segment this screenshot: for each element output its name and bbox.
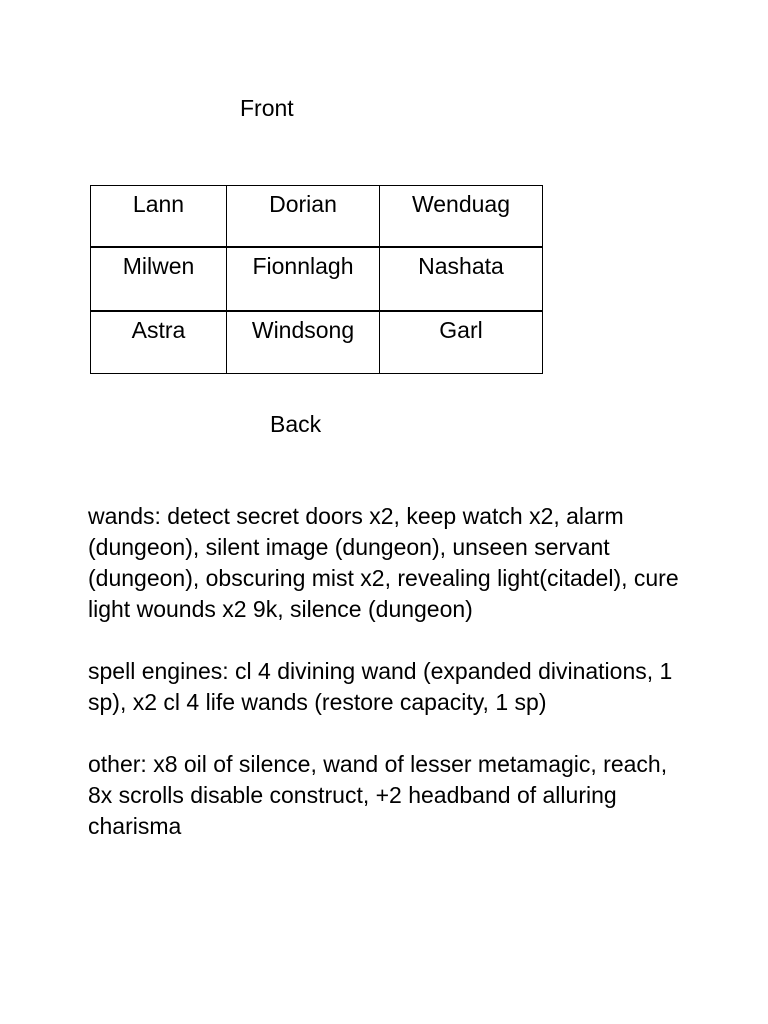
text-line: (dungeon), obscuring mist x2, revealing … <box>88 565 679 591</box>
table-cell: Fionnlagh <box>226 246 380 312</box>
table-row: Milwen Fionnlagh Nashata <box>90 246 543 312</box>
table-cell: Milwen <box>90 246 227 312</box>
back-label: Back <box>270 411 322 437</box>
table-cell: Astra <box>90 310 227 374</box>
text-line: wands: detect secret doors x2, keep watc… <box>88 503 624 529</box>
paragraph-spell-engines: spell engines: cl 4 divining wand (expan… <box>88 656 728 718</box>
notes-section: wands: detect secret doors x2, keep watc… <box>88 501 728 842</box>
text-line: (dungeon), silent image (dungeon), unsee… <box>88 534 610 560</box>
table-cell: Nashata <box>379 246 543 312</box>
table-cell: Lann <box>90 185 227 248</box>
table-row: Astra Windsong Garl <box>90 310 543 374</box>
text-line: other: x8 oil of silence, wand of lesser… <box>88 751 668 777</box>
text-line: light wounds x2 9k, silence (dungeon) <box>88 596 473 622</box>
text-line: sp), x2 cl 4 life wands (restore capacit… <box>88 689 547 715</box>
party-formation-table: Lann Dorian Wenduag Milwen Fionnlagh Nas… <box>90 185 543 374</box>
table-row: Lann Dorian Wenduag <box>90 185 543 248</box>
paragraph-other: other: x8 oil of silence, wand of lesser… <box>88 749 728 842</box>
paragraph-wands: wands: detect secret doors x2, keep watc… <box>88 501 728 625</box>
table-cell: Garl <box>379 310 543 374</box>
table-cell: Dorian <box>226 185 380 248</box>
text-line: charisma <box>88 813 182 839</box>
front-label: Front <box>240 95 294 121</box>
table-cell: Wenduag <box>379 185 543 248</box>
text-line: spell engines: cl 4 divining wand (expan… <box>88 658 673 684</box>
text-line: 8x scrolls disable construct, +2 headban… <box>88 782 617 808</box>
table-cell: Windsong <box>226 310 380 374</box>
